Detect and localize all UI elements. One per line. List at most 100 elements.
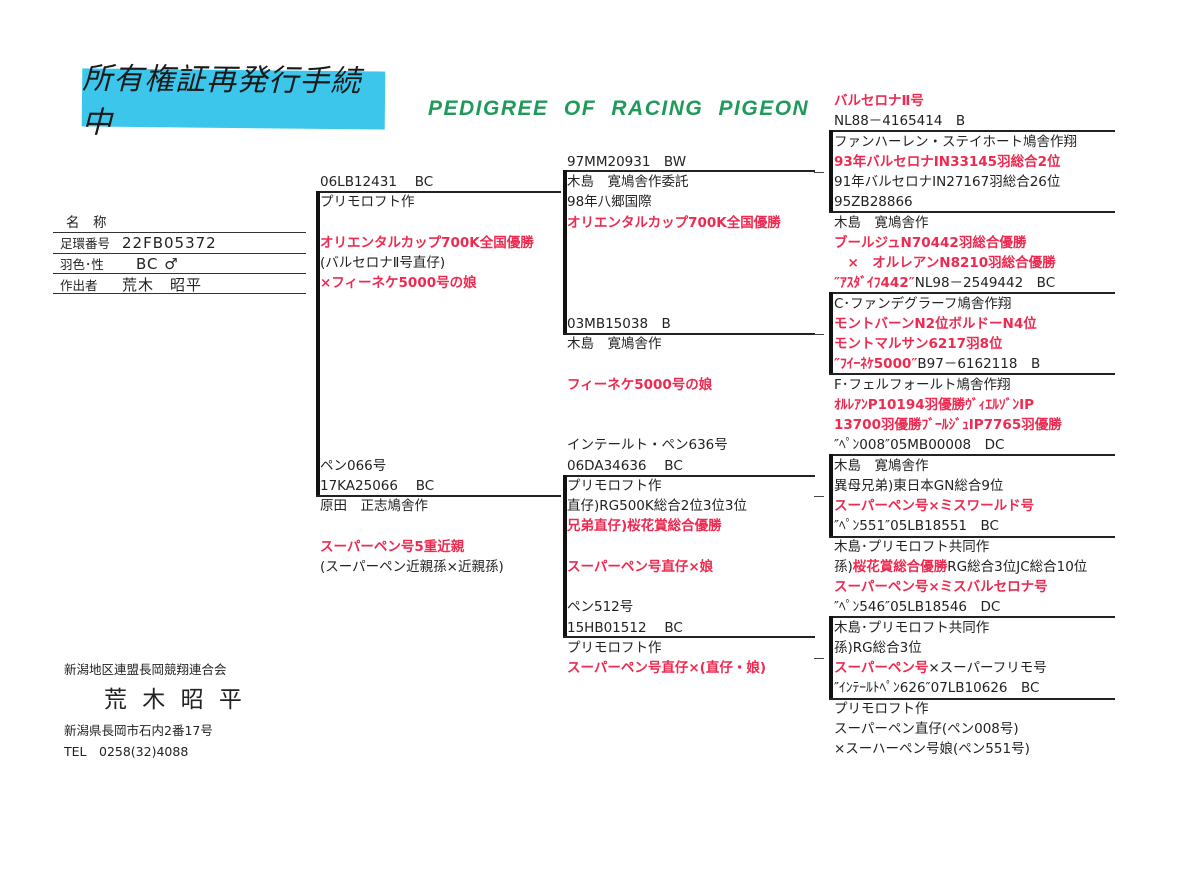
- breeder-value: 荒木 昭平: [122, 276, 203, 294]
- line-text: 15HB01512 BC: [567, 619, 683, 636]
- pedigree-line: プリモロフト作: [567, 638, 662, 658]
- pedigree-line: ×フィーネケ5000号の娘: [320, 273, 477, 293]
- line-text: 木島 寛鳩舎作: [567, 336, 662, 352]
- line-text: ″ﾍﾟﾝ546″05LB18546 DC: [834, 599, 1001, 616]
- line-text: B97－6162118 B: [917, 356, 1041, 373]
- line-text: プリモロフト作: [834, 700, 929, 717]
- pedigree-line: 孫)桜花賞総合優勝RG総合3位JC総合10位: [834, 557, 1087, 577]
- highlight-text: オリエンタルカップ700K全国優勝: [567, 214, 781, 231]
- page-title: PEDIGREE OF RACING PIGEON: [428, 97, 810, 120]
- bracket-line: [829, 616, 833, 700]
- pedigree-line: 兄弟直仔)桜花賞総合優勝: [567, 516, 722, 536]
- pedigree-line: 木島 寛鳩舎作: [834, 213, 929, 233]
- pedigree-line: インテールト・ペン636号: [567, 435, 728, 455]
- highlight-text: モントマルサン6217羽8位: [834, 336, 1003, 352]
- bracket-line: [563, 333, 815, 335]
- bracket-line: [316, 495, 561, 497]
- pedigree-line: ｵﾙﾚｱﾝP10194羽優勝ｳﾞｨｴﾙｿﾞﾝIP: [834, 395, 1034, 415]
- highlight-text: フィーネケ5000号の娘: [567, 376, 713, 393]
- pedigree-line: 13700羽優勝ﾌﾞｰﾙｼﾞｭIP7765羽優勝: [834, 415, 1062, 435]
- pedigree-line: スーパーペン号×スーパーフリモ号: [834, 658, 1047, 678]
- line-text: プリモロフト作: [567, 477, 662, 494]
- pedigree-line: スーパーペン直仔(ペン008号): [834, 719, 1019, 739]
- highlight-text: オリエンタルカップ700K全国優勝: [320, 234, 534, 251]
- pedigree-line: 98年八郷国際: [567, 192, 652, 212]
- pedigree-line: バルセロナⅡ号: [834, 91, 924, 111]
- line-text: 97MM20931 BW: [567, 153, 687, 170]
- highlight-text: 桜花賞総合優勝: [852, 558, 948, 575]
- line-text: C･ファンデグラーフ鳩舎作翔: [834, 295, 1012, 312]
- pedigree-line: スーパーペン号×ミスバルセロナ号: [834, 577, 1048, 597]
- highlight-text: モントバーンN2位ボルドーN4位: [834, 315, 1037, 332]
- pedigree-line: モントマルサン6217羽8位: [834, 334, 1002, 354]
- bracket-line: [829, 292, 833, 375]
- pedigree-line: 木島 寛鳩舎作: [567, 334, 662, 354]
- line-text: 木島 寛鳩舎作委託: [567, 174, 689, 190]
- highlight-text: ブールジュN70442羽総合優勝: [834, 234, 1027, 251]
- line-text: 95ZB28866: [834, 194, 913, 211]
- pedigree-line: NL88－4165414 B: [834, 111, 965, 131]
- highlight-text: スーパーペン号×ミスワールド号: [834, 498, 1035, 514]
- pedigree-line: プリモロフト作: [834, 699, 929, 719]
- pedigree-line: C･ファンデグラーフ鳩舎作翔: [834, 294, 1011, 314]
- line-text: 木島 寛鳩舎作: [834, 214, 929, 231]
- breeder-label: 作出者: [60, 278, 98, 293]
- highlight-text: ｵﾙﾚｱﾝP10194羽優勝ｳﾞｨｴﾙｿﾞﾝIP: [834, 396, 1035, 413]
- pedigree-line: フィーネケ5000号の娘: [567, 375, 712, 395]
- ring-value: 22FB05372: [122, 234, 217, 252]
- pedigree-line: ファンハーレン・ステイホート鳩舎作翔: [834, 132, 1077, 152]
- highlight-text: スーパーペン号×ミスバルセロナ号: [834, 579, 1048, 595]
- pedigree-line: ″ﾌｲｰﾈｹ5000″B97－6162118 B: [834, 354, 1040, 374]
- line-text: 03MB15038 B: [567, 315, 671, 332]
- line-text: プリモロフト作: [320, 194, 415, 211]
- pedigree-line: ″ﾍﾟﾝ546″05LB18546 DC: [834, 597, 1000, 617]
- line-text: 原田 正志鳩舎作: [320, 498, 428, 514]
- line-text: 異母兄弟)東日本GN総合9位: [834, 477, 1004, 494]
- line-text: NL88－4165414 B: [834, 113, 966, 130]
- pedigree-line: スーパーペン号直仔×娘: [567, 557, 713, 577]
- line-text: ファンハーレン・ステイホート鳩舎作翔: [834, 133, 1077, 150]
- highlight-text: スーパーペン号: [834, 660, 929, 676]
- line-text: 直仔)RG500K総合2位3位3位: [567, 498, 747, 514]
- telephone: TEL 0258(32)4088: [64, 744, 189, 759]
- line-text: 06DA34636 BC: [567, 457, 683, 474]
- bracket-line: [829, 292, 1115, 294]
- line-text: 06LB12431 BC: [320, 174, 434, 190]
- line-text: スーパーペン直仔(ペン008号): [834, 720, 1019, 737]
- pedigree-line: 17KA25066 BC: [320, 476, 434, 496]
- line-text: F･フェルフォールト鳩舎作翔: [834, 376, 1011, 393]
- tick-mark: [814, 172, 824, 173]
- bracket-line: [829, 454, 1115, 456]
- bracket-line: [829, 536, 1115, 538]
- bracket-line: [563, 475, 815, 477]
- highlight-text: 兄弟直仔)桜花賞総合優勝: [567, 518, 722, 535]
- pedigree-line: 原田 正志鳩舎作: [320, 496, 428, 516]
- pedigree-line: × オルレアンN8210羽総合優勝: [834, 253, 1055, 273]
- line-text: 98年八郷国際: [567, 194, 652, 211]
- line-text: プリモロフト作: [567, 639, 662, 656]
- club-name: 新潟地区連盟長岡競翔連合会: [64, 662, 227, 677]
- pedigree-line: 直仔)RG500K総合2位3位3位: [567, 496, 747, 516]
- pedigree-line: 木島 寛鳩舎作委託: [567, 172, 689, 192]
- divider: [53, 232, 306, 233]
- pedigree-line: スーパーペン号直仔×(直仔・娘): [567, 658, 766, 678]
- pedigree-line: (スーパーペン近親孫×近親孫): [320, 557, 504, 577]
- bracket-line: [829, 130, 1115, 132]
- line-text: (スーパーペン近親孫×近親孫): [320, 558, 504, 575]
- pedigree-line: ″ﾍﾟﾝ551″05LB18551 BC: [834, 516, 999, 536]
- line-text: ″ﾍﾟﾝ551″05LB18551 BC: [834, 518, 999, 535]
- pedigree-line: 91年バルセロナIN27167羽総合26位: [834, 172, 1060, 192]
- tick-mark: [814, 334, 824, 335]
- divider: [53, 253, 306, 254]
- color-value: BC ♂: [136, 255, 179, 273]
- line-text: インテールト・ペン636号: [567, 437, 728, 454]
- pedigree-line: (バルセロナⅡ号直仔): [320, 253, 445, 273]
- name-label: 名 称: [66, 215, 107, 231]
- highlight-text: ″ﾌｲｰﾈｹ5000″: [834, 356, 918, 373]
- pedigree-line: ″ｲﾝﾃｰﾙﾄﾍﾟﾝ626″07LB10626 BC: [834, 678, 1039, 698]
- pedigree-line: 95ZB28866: [834, 192, 913, 212]
- highlight-text: 13700羽優勝ﾌﾞｰﾙｼﾞｭIP7765羽優勝: [834, 417, 1062, 433]
- divider: [53, 273, 306, 274]
- pedigree-line: プリモロフト作: [320, 192, 415, 212]
